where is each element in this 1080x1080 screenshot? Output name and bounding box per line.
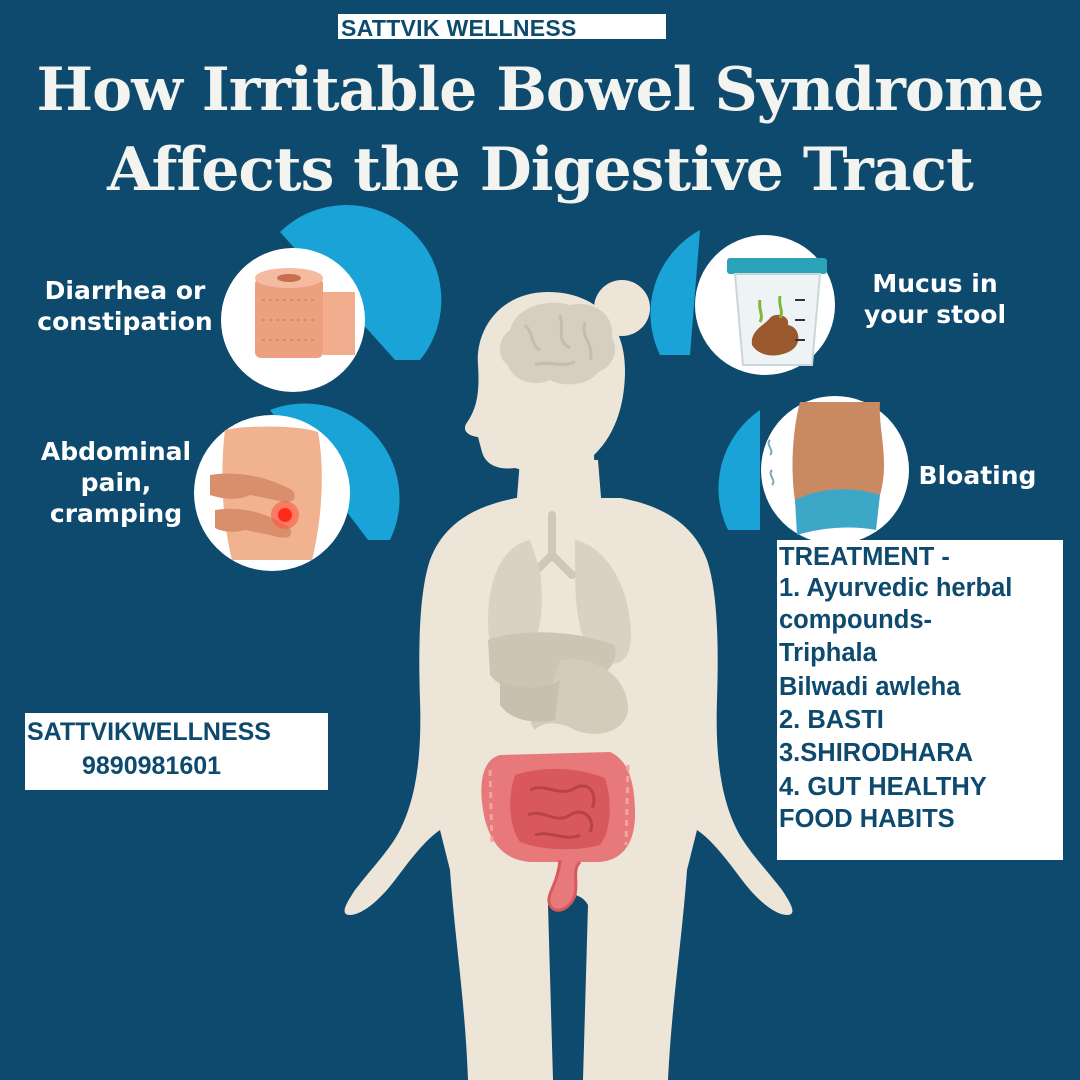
stomach-icon [488,632,629,734]
treatment-line: Bilwadi awleha [779,673,961,701]
symptom-label-line: Mucus in [872,269,998,298]
abdominal-pain-bubble [194,403,400,571]
symptom-label-abdominal: Abdominal pain, cramping [30,436,202,529]
treatment-line: FOOD HABITS [779,805,955,833]
bloated-belly-bubble [718,396,909,544]
stool-sample-icon [727,258,827,366]
treatment-line: 2. BASTI [779,706,884,734]
toilet-paper-bubble [221,204,442,392]
intestines-icon [481,752,636,912]
treatment-heading: TREATMENT - [779,543,950,571]
treatment-box: TREATMENT - 1. Ayurvedic herbal compound… [777,540,1063,860]
contact-phone[interactable]: 9890981601 [82,752,222,780]
page-title-line-2: Affects the Digestive Tract [107,135,974,205]
symptom-label-line: cramping [49,499,183,528]
abdominal-pain-icon [210,426,322,560]
bloated-belly-icon [767,402,885,535]
contact-box: SATTVIKWELLNESS 9890981601 [25,713,328,790]
brand-label: SATTVIK WELLNESS [338,14,666,39]
lungs-icon [488,511,631,664]
symptom-label-line: pain, [80,468,152,497]
treatment-line: compounds- [779,606,932,634]
symptom-label-line: your stool [863,300,1007,329]
symptom-label-bloating: Bloating [915,460,1040,491]
treatment-line: Triphala [779,639,877,667]
symptom-label-line: Abdominal [40,437,192,466]
stool-sample-bubble [650,230,835,375]
symptom-label-mucus: Mucus in your stool [860,268,1010,330]
treatment-line: 3.SHIRODHARA [779,739,974,767]
symptom-label-line: Diarrhea or [44,276,206,305]
brain-icon [499,302,616,385]
contact-name: SATTVIKWELLNESS [27,718,271,746]
treatment-line: 4. GUT HEALTHY [779,773,987,801]
toilet-paper-icon [255,268,355,358]
symptom-label-line: constipation [37,307,213,336]
symptom-label-line: Bloating [918,461,1037,490]
page-title-line-1: How Irritable Bowel Syndrome [36,55,1044,125]
symptom-label-diarrhea: Diarrhea or constipation [30,275,220,337]
treatment-line: 1. Ayurvedic herbal [779,574,1013,602]
